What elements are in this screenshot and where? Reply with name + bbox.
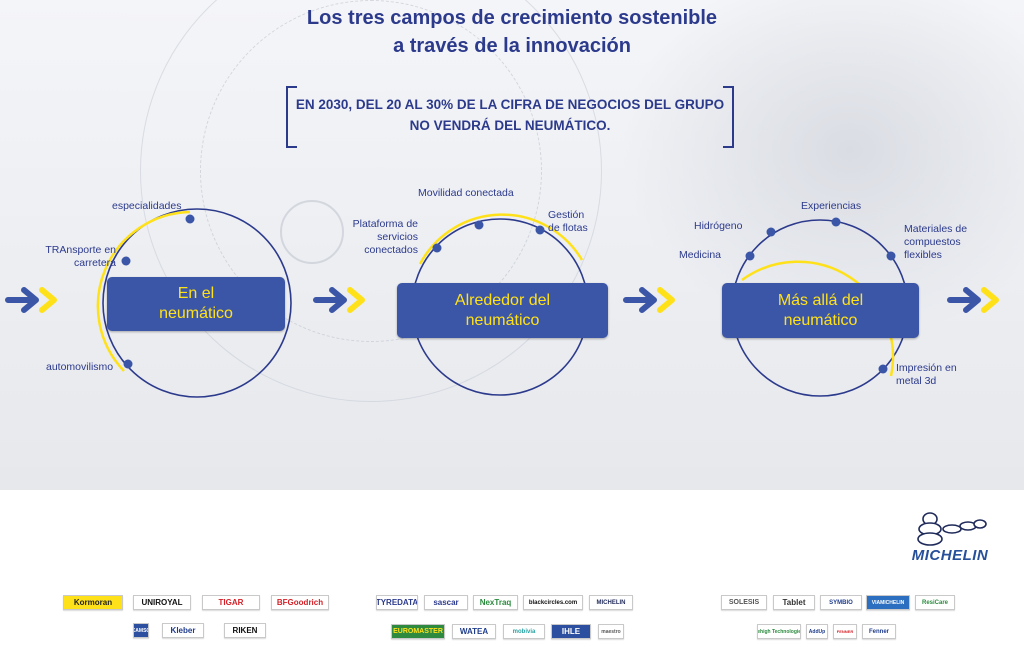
node-dot <box>766 227 776 237</box>
brand-logo: RIKEN <box>224 623 266 638</box>
brand-logo: blackcircles.com <box>523 595 583 610</box>
brand-logo: WATEA <box>452 624 496 639</box>
label-line: Gestión <box>548 209 585 221</box>
label-line: Materiales de <box>904 223 968 235</box>
bibendum-icon <box>917 512 987 546</box>
left-bracket <box>286 86 297 148</box>
field-circle-1 <box>102 208 292 398</box>
right-bracket <box>723 86 734 148</box>
title-line-2: a través de la innovación <box>393 35 631 57</box>
brand-logo: Kormoran <box>63 595 123 610</box>
label-materiales: Materiales de compuestos flexibles <box>904 223 967 262</box>
label-line: Impresión en <box>896 362 957 374</box>
title-line-1: Los tres campos de crecimiento sostenibl… <box>306 7 718 29</box>
label-line: conectados <box>364 244 418 256</box>
node-dot <box>432 243 442 253</box>
page-title: Los tres campos de crecimiento sostenibl… <box>0 4 1024 60</box>
field-arc-3 <box>741 260 895 377</box>
field-box-2: Alrededor del neumático <box>397 283 608 338</box>
label-movilidad: Movilidad conectada <box>418 187 514 199</box>
node-dot <box>831 217 841 227</box>
brand-logo: UNIROYAL <box>133 595 191 610</box>
brand-logo: AddUp <box>806 624 828 639</box>
label-transporte: TRAnsporte en carretera <box>36 244 116 270</box>
brand-logo: CAMSO <box>133 623 149 638</box>
label-especialidades: especialidades <box>112 200 182 212</box>
brand-logo: SYMBIO <box>820 595 862 610</box>
brand-logo: TIGAR <box>202 595 260 610</box>
background-decoration <box>200 0 542 342</box>
flow-arrow <box>313 287 365 313</box>
label-line: de flotas <box>548 222 588 234</box>
label-line: carretera <box>73 257 116 269</box>
michelin-logo: MICHELIN <box>890 510 1010 566</box>
label-medicina: Medicina <box>679 249 722 261</box>
node-dot <box>878 364 888 374</box>
label-impresion: Impresión en metal 3d <box>896 362 957 388</box>
brand-logo: BFGoodrich <box>271 595 329 610</box>
brand-logo: MICHELIN <box>589 595 633 610</box>
node-dot <box>886 251 896 261</box>
brand-logo: IHLE <box>551 624 591 639</box>
brand-logo: Lehigh Technologies <box>757 624 801 639</box>
flow-arrow <box>947 287 999 313</box>
box-line-1: Alrededor del <box>454 291 551 309</box>
node-dot <box>745 251 755 261</box>
label-hidrogeno: Hidrógeno <box>694 220 743 232</box>
flow-arrow <box>623 287 675 313</box>
brand-logo: Fenner <box>862 624 896 639</box>
label-line: servicios <box>377 231 418 243</box>
node-dot <box>535 225 545 235</box>
background-area <box>0 0 1024 490</box>
label-gestion: Gestión de flotas <box>548 209 588 235</box>
callout-line-1: EN 2030, DEL 20 AL 30% DE LA CIFRA DE NE… <box>295 97 725 112</box>
node-dot <box>185 214 195 224</box>
brand-logo: mobivia <box>503 624 545 639</box>
brand-logo: NexTraq <box>473 595 518 610</box>
field-box-3: Más allá del neumático <box>722 283 919 338</box>
flow-arrow <box>5 287 57 313</box>
brand-logo: FENNER <box>833 624 857 639</box>
label-experiencias: Experiencias <box>801 200 862 212</box>
box-line-2: neumático <box>465 311 540 329</box>
brand-logo: VIAMICHELIN <box>866 595 910 610</box>
brand-name: MICHELIN <box>911 547 989 564</box>
node-dot <box>123 359 133 369</box>
label-line: Plataforma de <box>352 218 418 230</box>
label-plataforma: Plataforma de servicios conectados <box>340 218 418 257</box>
node-dot <box>121 256 131 266</box>
label-line: TRAnsporte en <box>45 244 116 256</box>
brand-logo: ResiCare <box>915 595 955 610</box>
box-line-2: neumático <box>159 305 233 322</box>
brand-logo: SOLESIS <box>721 595 767 610</box>
brand-logo: Tablet <box>773 595 815 610</box>
field-box-1: En el neumático <box>107 277 285 331</box>
box-line-1: Más allá del <box>777 291 864 309</box>
node-dot <box>474 220 484 230</box>
box-line-2: neumático <box>783 311 858 329</box>
label-line: flexibles <box>904 249 942 261</box>
brand-logo: Kleber <box>162 623 204 638</box>
background-decoration <box>280 200 344 264</box>
label-automovilismo: automovilismo <box>46 361 114 373</box>
box-line-1: En el <box>177 285 215 302</box>
goal-callout: EN 2030, DEL 20 AL 30% DE LA CIFRA DE NE… <box>286 86 734 148</box>
brand-logo: sascar <box>424 595 468 610</box>
innovation-diagram <box>5 208 999 398</box>
label-line: metal 3d <box>896 375 937 387</box>
brand-logo: maestro <box>598 624 624 639</box>
field-arc-1 <box>96 210 191 372</box>
brand-logo: TYREDATA <box>376 595 418 610</box>
label-line: compuestos <box>904 236 961 248</box>
brand-logo: EUROMASTER <box>391 624 445 639</box>
callout-line-2: NO VENDRÁ DEL NEUMÁTICO. <box>409 118 611 133</box>
field-arc-2 <box>418 213 584 265</box>
